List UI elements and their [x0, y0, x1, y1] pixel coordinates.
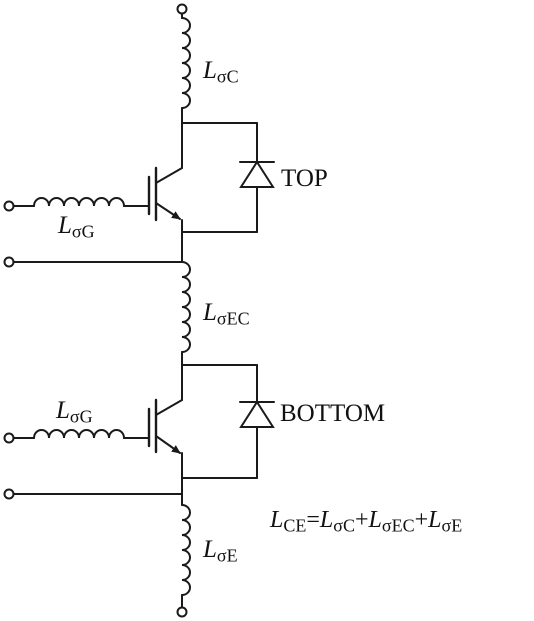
label-top-device: TOP — [281, 165, 328, 192]
inductor-l-sigma-c — [181, 17, 191, 109]
top-gate-terminal — [3, 200, 15, 212]
label-l-sigma-g-top: LσG — [58, 212, 95, 242]
label-l-sigma-c: LσC — [203, 57, 239, 87]
label-bottom-device: BOTTOM — [280, 400, 386, 427]
collector-terminal — [176, 3, 188, 15]
inductor-l-sigma-e — [181, 504, 191, 596]
equation-l-ce: LCE=LσC+LσEC+LσE — [270, 507, 463, 536]
bottom-igbt-emitter-lead — [155, 435, 181, 454]
top-igbt-collector-lead — [155, 167, 183, 184]
inductor-l-sigma-g-bottom — [33, 429, 125, 439]
top-aux-emitter-terminal — [3, 256, 15, 268]
bottom-gate-terminal — [3, 432, 15, 444]
emitter-terminal — [176, 606, 188, 618]
bottom-aux-emitter-terminal — [3, 488, 15, 500]
top-igbt-emitter-lead — [155, 202, 181, 220]
inductor-l-sigma-g-top — [33, 197, 125, 207]
top-diode — [239, 160, 275, 188]
inductor-l-sigma-ec — [181, 261, 191, 353]
label-l-sigma-g-bottom: LσG — [56, 397, 93, 427]
label-l-sigma-ec: LσEC — [203, 299, 250, 329]
bottom-igbt-collector-lead — [155, 399, 183, 416]
bottom-diode — [239, 400, 275, 428]
label-l-sigma-e: LσE — [203, 536, 238, 566]
